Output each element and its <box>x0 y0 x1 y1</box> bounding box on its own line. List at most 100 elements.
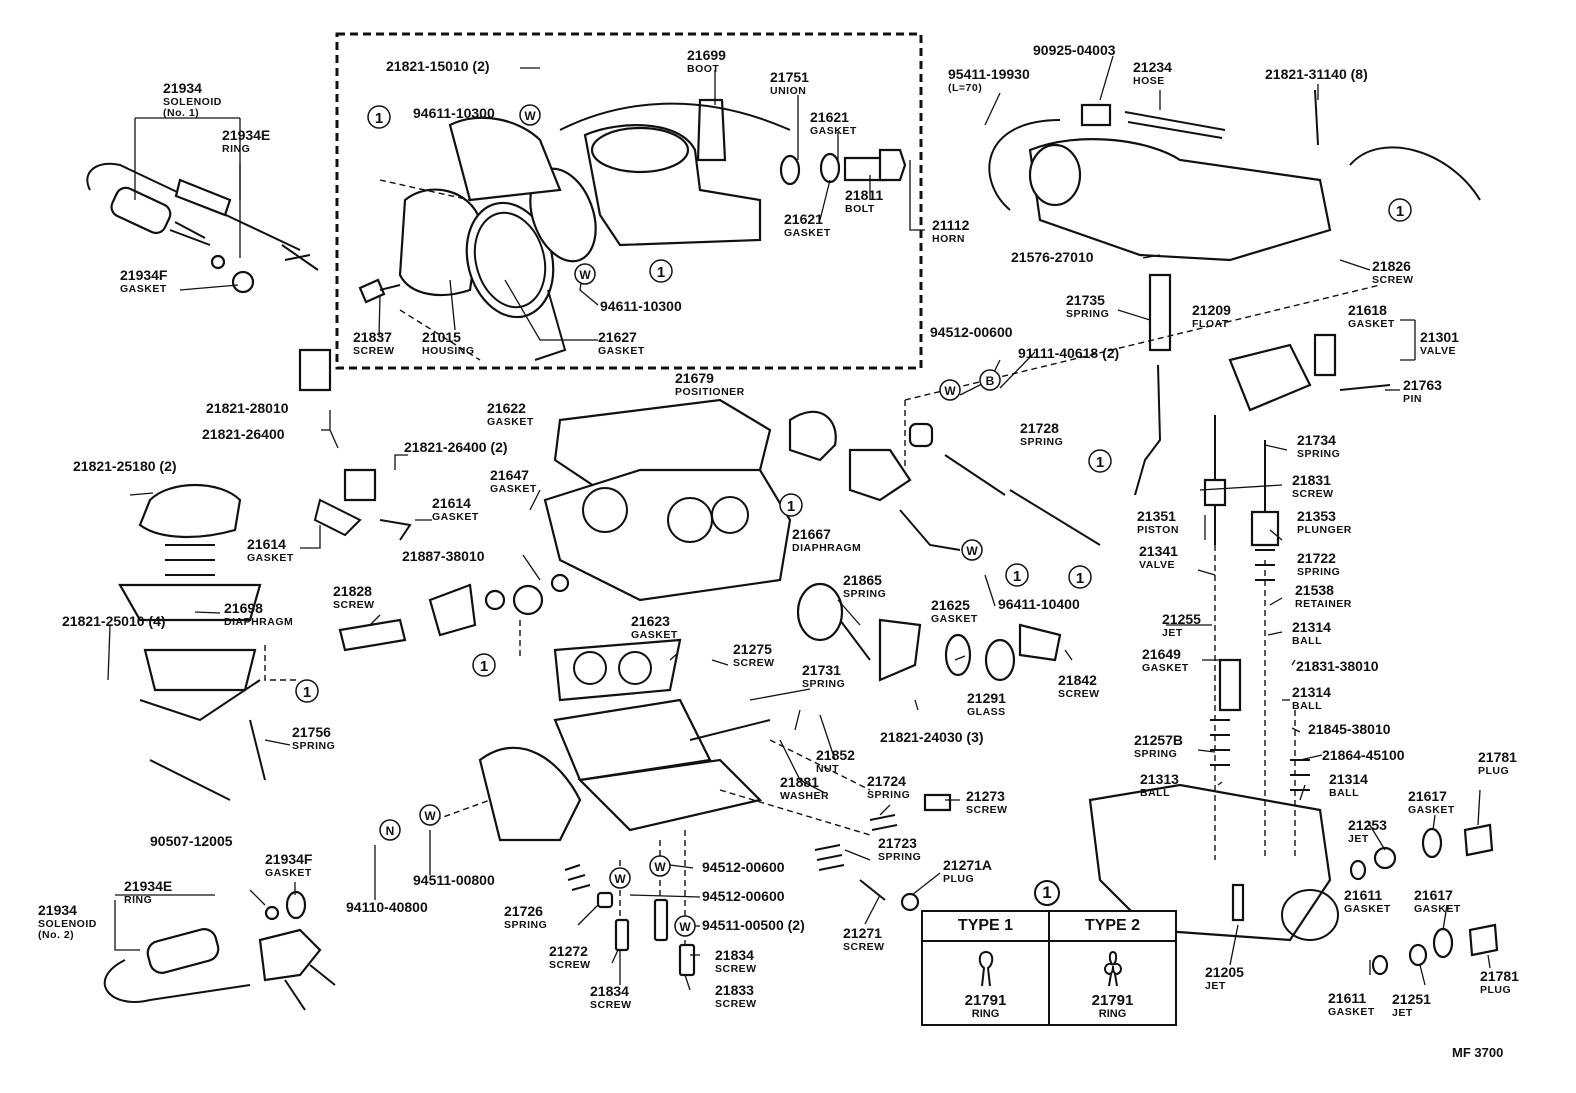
part-name: RING <box>124 894 152 906</box>
part-name: BOLT <box>845 203 875 215</box>
part-name: GASKET <box>120 283 167 295</box>
legend-header: TYPE 1 TYPE 2 <box>923 912 1175 942</box>
type-2-part-number: 21791 <box>1091 992 1134 1009</box>
part-number: 90925-04003 <box>1033 42 1116 58</box>
part-number: 21649 <box>1142 646 1181 662</box>
part-number: 21821-31140 (8) <box>1265 66 1368 82</box>
ref-1-marker: 1 <box>1088 449 1112 473</box>
part-name: DIAPHRAGM <box>224 616 293 628</box>
svg-text:W: W <box>614 872 626 886</box>
type-2-column: 21791 RING <box>1050 942 1175 1026</box>
type-1-heading: TYPE 1 <box>923 912 1050 940</box>
part-number: 21723 <box>878 835 917 851</box>
part-number: 21734 <box>1297 432 1336 448</box>
part-label-p83: 94511-00800 <box>413 872 495 888</box>
part-name: GASKET <box>432 511 479 523</box>
part-number: 21614 <box>432 495 471 511</box>
ref-1-marker: 1 <box>367 105 391 129</box>
part-number: 21272 <box>549 943 588 959</box>
part-name: SCREW <box>966 804 1008 816</box>
part-number: 94611-10300 <box>413 105 495 121</box>
part-name: VALVE <box>1139 559 1175 571</box>
part-number: 21852 <box>816 747 855 763</box>
part-label-p89: 94110-40800 <box>346 899 428 915</box>
part-label-p27: 91111-40618 (2) <box>1018 345 1119 361</box>
type-1-column: 21791 RING <box>923 942 1050 1026</box>
float-bowl-drawing <box>1088 415 1499 976</box>
part-name: GASKET <box>784 227 831 239</box>
part-name: SPRING <box>1066 308 1109 320</box>
part-number: 21617 <box>1408 788 1447 804</box>
part-number: 21611 <box>1328 990 1366 1006</box>
part-name: GASKET <box>810 125 857 137</box>
part-number: 21618 <box>1348 302 1387 318</box>
part-number: 21831-38010 <box>1296 658 1379 674</box>
part-number: 21699 <box>687 47 726 63</box>
part-number: 21821-28010 <box>206 400 289 416</box>
part-number: 21864-45100 <box>1322 747 1405 763</box>
svg-text:W: W <box>579 268 591 282</box>
part-number: 21751 <box>770 69 809 85</box>
part-number: 21731 <box>802 662 841 678</box>
part-label-p51: 96411-10400 <box>998 596 1080 612</box>
part-label-p33: 21821-26400 (2) <box>404 439 508 455</box>
part-name: HOSE <box>1133 75 1165 87</box>
part-name: PLUNGER <box>1297 524 1352 536</box>
svg-text:W: W <box>654 860 666 874</box>
w-washer-marker: W <box>609 867 631 889</box>
ring-type-legend: TYPE 1 TYPE 2 21791 RING 21791 RING <box>921 910 1177 1026</box>
part-name: VALVE <box>1420 345 1456 357</box>
part-name: GASKET <box>490 483 537 495</box>
part-number: 21834 <box>590 983 629 999</box>
part-number: 21271 <box>843 925 882 941</box>
part-number: 21623 <box>631 613 670 629</box>
svg-text:1: 1 <box>1096 454 1104 471</box>
type-2-heading: TYPE 2 <box>1084 917 1141 934</box>
part-name: HOUSING <box>422 345 475 357</box>
part-number: 21621 <box>784 211 823 227</box>
part-number: 21257B <box>1134 732 1183 748</box>
part-number: 94511-00800 <box>413 872 495 888</box>
throttle-body-drawing <box>338 573 1062 842</box>
part-name: (No. 1) <box>163 107 199 119</box>
air-horn-body-drawing <box>543 398 1101 602</box>
part-label-p59: 21831-38010 <box>1296 658 1379 674</box>
svg-text:1: 1 <box>375 110 383 127</box>
part-name: SPRING <box>1297 566 1340 578</box>
part-number: 21614 <box>247 536 286 552</box>
part-label-p80: 94512-00600 <box>702 859 785 875</box>
part-label-p26: 94512-00600 <box>930 324 1013 340</box>
part-name: SCREW <box>1292 488 1334 500</box>
loop-ring-icon <box>1103 950 1122 987</box>
part-number: 21698 <box>224 600 263 616</box>
part-name: GASKET <box>487 416 534 428</box>
part-name: GASKET <box>1328 1006 1375 1018</box>
part-number: 21821-24030 (3) <box>880 729 984 745</box>
part-name: SPRING <box>867 789 910 801</box>
part-number: 21291 <box>967 690 1006 706</box>
part-name: PLUG <box>1478 765 1509 777</box>
part-number: 21828 <box>333 583 372 599</box>
part-number: 21314 <box>1292 619 1331 635</box>
part-label-p91: 94511-00500 (2) <box>702 917 805 933</box>
part-number: 21826 <box>1372 258 1411 274</box>
part-number: 21934 <box>38 902 77 918</box>
type-2-part-name: RING <box>1098 1008 1127 1020</box>
solenoid-1-drawing <box>86 162 319 294</box>
part-name: GASKET <box>265 867 312 879</box>
